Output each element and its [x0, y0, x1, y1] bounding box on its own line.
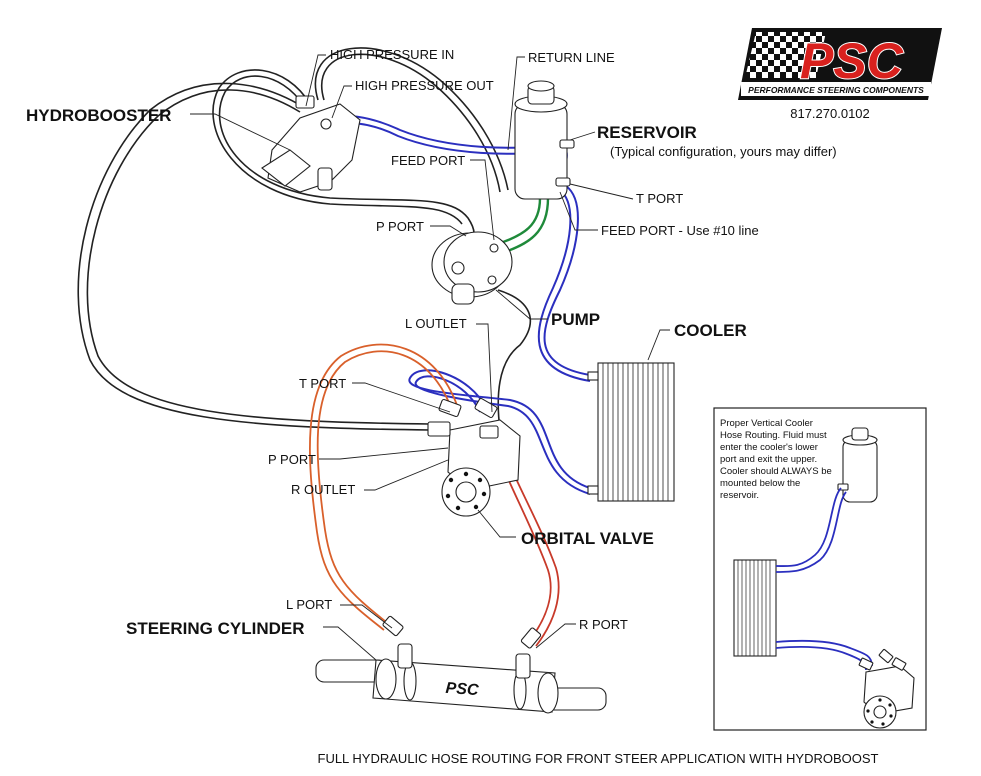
hydrobooster [261, 95, 361, 193]
inset-hose-upper [775, 487, 842, 568]
label-return-line: RETURN LINE [528, 50, 615, 65]
inset-note-line: mounted below the [720, 478, 800, 489]
label-r-outlet: R OUTLET [291, 482, 355, 497]
inset-note-line: port and exit the upper. [720, 454, 817, 465]
diagram-caption: FULL HYDRAULIC HOSE ROUTING FOR FRONT ST… [318, 751, 879, 766]
label-high-pressure-out: HIGH PRESSURE OUT [355, 78, 494, 93]
label-feed-port-line: FEED PORT - Use #10 line [601, 223, 759, 238]
inset-reservoir [837, 427, 878, 503]
hose-reservoir-to-cooler-inner [537, 189, 591, 382]
label-p-port-pump: P PORT [376, 219, 424, 234]
label-l-outlet: L OUTLET [405, 316, 467, 331]
inset-hose-lower [775, 639, 873, 667]
logo-text: PSC [800, 33, 904, 89]
steering-cylinder: PSC [315, 615, 607, 714]
inset-note-line: Proper Vertical Cooler [720, 418, 813, 429]
inset-note-line: Hose Routing. Fluid must [720, 430, 827, 441]
hose-high-pressure-in-inner [212, 69, 463, 225]
hose-reservoir-to-cooler [543, 185, 591, 376]
hose-l-port [316, 350, 453, 626]
label-high-pressure-in: HIGH PRESSURE IN [330, 47, 454, 62]
hose-top-loop [314, 47, 509, 191]
leader-lines [190, 54, 670, 661]
label-orbital-valve: ORBITAL VALVE [521, 529, 654, 548]
inset-note: Proper Vertical Cooler Hose Routing. Flu… [720, 418, 832, 501]
inset-note-line: Cooler should ALWAYS be [720, 466, 832, 477]
label-pump: PUMP [551, 310, 600, 329]
label-steering-cylinder: STEERING CYLINDER [126, 619, 305, 638]
pump [431, 231, 513, 305]
label-reservoir: RESERVOIR [597, 123, 697, 142]
label-feed-port-top: FEED PORT [391, 153, 465, 168]
inset-cooler [733, 559, 777, 657]
cylinder-label: PSC [445, 680, 479, 699]
hose-top-loop-inner [321, 53, 501, 193]
label-t-port-valve: T PORT [299, 376, 346, 391]
cooler [587, 362, 675, 502]
label-t-port-reservoir: T PORT [636, 191, 683, 206]
reservoir [514, 80, 575, 200]
hose-valve-to-cooler-inner [414, 375, 591, 495]
hose-high-pressure-in [218, 75, 475, 245]
logo-tagline: PERFORMANCE STEERING COMPONENTS [748, 85, 924, 95]
hose-l-port-inner [308, 343, 459, 631]
label-cooler: COOLER [674, 321, 747, 340]
label-p-port-valve: P PORT [268, 452, 316, 467]
inset-note-line: reservoir. [720, 490, 759, 501]
orbital-valve [427, 397, 521, 517]
inset-note-line: enter the cooler's lower [720, 442, 818, 453]
psc-logo: PSC PERFORMANCE STEERING COMPONENTS [738, 28, 942, 100]
inset-orbital-valve [858, 648, 915, 729]
label-reservoir-note: (Typical configuration, yours may differ… [610, 144, 837, 159]
hose-high-pressure-out-inner [86, 89, 431, 425]
label-hydrobooster: HYDROBOOSTER [26, 106, 171, 125]
label-l-port: L PORT [286, 597, 332, 612]
hose-pump-to-valve [497, 289, 531, 431]
label-r-port: R PORT [579, 617, 628, 632]
inset-hose-upper-inner [775, 491, 847, 573]
phone-number: 817.270.0102 [790, 106, 870, 121]
hose-valve-to-cooler [408, 369, 591, 489]
inset-panel: Proper Vertical Cooler Hose Routing. Flu… [713, 407, 927, 731]
hose-high-pressure-out [77, 82, 431, 431]
